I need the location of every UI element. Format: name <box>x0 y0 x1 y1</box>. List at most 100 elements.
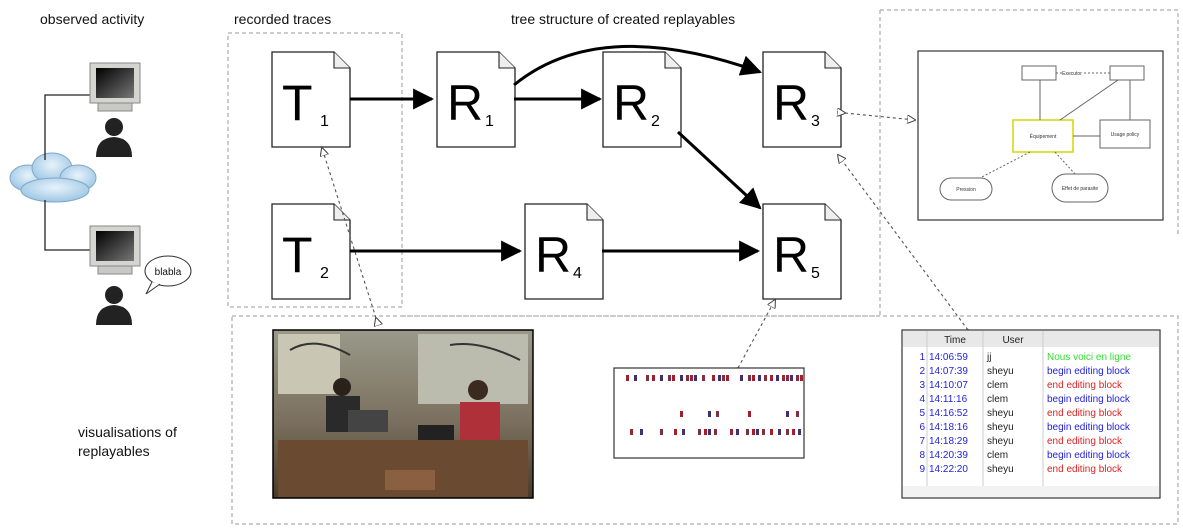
timeline-event-mark <box>718 375 721 381</box>
timeline-event-mark <box>694 375 697 381</box>
document-icon <box>524 203 604 300</box>
network-link-bottom <box>44 200 92 251</box>
timeline-event-mark <box>668 375 671 381</box>
row-index: 9 <box>919 464 925 475</box>
timeline-event-mark <box>786 429 789 435</box>
document-icon <box>436 51 516 148</box>
timeline-event-mark <box>762 429 765 435</box>
document-fold <box>498 52 515 69</box>
timeline-event-mark <box>708 429 711 435</box>
timeline-event-mark <box>736 429 739 435</box>
node-letter: R <box>613 75 649 131</box>
node-subscript: 2 <box>320 265 329 282</box>
video-recording-still <box>272 329 534 499</box>
tree-frame-top <box>880 9 1179 234</box>
timeline-event-mark <box>714 429 717 435</box>
timeline-event-mark <box>680 411 683 417</box>
timeline-event-mark <box>698 429 701 435</box>
row-index: 6 <box>919 422 925 433</box>
document-icon <box>271 51 351 148</box>
timeline-event-mark <box>778 429 781 435</box>
row-time: 14:07:39 <box>929 366 968 377</box>
timeline-event-mark <box>796 375 799 381</box>
row-index: 3 <box>919 380 925 391</box>
row-action: Nous voici en ligne <box>1047 352 1131 363</box>
edge-r1-r3 <box>513 44 762 87</box>
uml-usage-policy-label: Usage policy <box>1111 132 1140 138</box>
timeline-event-mark <box>702 375 705 381</box>
timeline-event-mark <box>786 375 789 381</box>
node-letter: R <box>773 227 809 283</box>
node-subscript: 4 <box>573 265 582 282</box>
timeline-event-mark <box>626 375 629 381</box>
row-user: jj <box>986 352 991 363</box>
row-action: begin editing block <box>1047 366 1131 377</box>
timeline-event-mark <box>726 375 729 381</box>
node-subscript: 3 <box>811 113 820 130</box>
table-header-time: Time <box>944 335 966 346</box>
row-user: clem <box>987 394 1008 405</box>
node-subscript: 5 <box>811 265 820 282</box>
uml-effet-label: Effet de parasite <box>1062 186 1099 192</box>
node-subscript: 1 <box>320 113 329 130</box>
timeline-event-mark <box>786 411 789 417</box>
row-time: 14:22:20 <box>929 464 968 475</box>
timeline-event-mark <box>748 411 751 417</box>
timeline-event-mark <box>752 375 755 381</box>
document-fold <box>333 52 350 69</box>
timeline-event-mark <box>740 375 743 381</box>
timeline-event-mark <box>770 429 773 435</box>
network-link-top <box>44 94 92 160</box>
uml-pression-label: Pression <box>956 187 976 193</box>
document-fold <box>586 204 603 221</box>
timeline-event-mark <box>640 429 643 435</box>
row-action: end editing block <box>1047 436 1123 447</box>
row-user: clem <box>987 450 1008 461</box>
document-icon <box>602 51 682 148</box>
edge-r2-r5 <box>676 130 762 210</box>
timeline-event-mark <box>672 375 675 381</box>
timeline-event-mark <box>748 375 751 381</box>
timeline-event-mark <box>798 429 801 435</box>
timeline-event-mark <box>652 375 655 381</box>
link-r5-timeline <box>738 300 775 368</box>
row-index: 8 <box>919 450 925 461</box>
timeline-event-mark <box>776 375 779 381</box>
row-index: 5 <box>919 408 925 419</box>
node-letter: R <box>447 75 483 131</box>
timeline-event-mark <box>646 375 649 381</box>
row-action: begin editing block <box>1047 394 1131 405</box>
node-letter: T <box>282 227 313 283</box>
row-time: 14:18:29 <box>929 436 968 447</box>
table-header-user: User <box>1002 335 1024 346</box>
node-letter: R <box>773 75 809 131</box>
timeline-event-mark <box>708 411 711 417</box>
row-user: sheyu <box>987 422 1014 433</box>
uml-equipement-label: Équipement <box>1030 133 1057 140</box>
timeline-event-mark <box>730 429 733 435</box>
observed-activity-label: observed activity <box>40 11 144 27</box>
row-action: end editing block <box>1047 408 1123 419</box>
timeline-event-mark <box>722 375 725 381</box>
timeline-event-mark <box>758 375 761 381</box>
row-index: 2 <box>919 366 925 377</box>
timeline-event-mark <box>680 375 683 381</box>
node-letter: T <box>282 75 313 131</box>
timeline-event-mark <box>630 429 633 435</box>
timeline-thumbnail <box>613 367 805 459</box>
timeline-event-mark <box>796 411 799 417</box>
row-action: begin editing block <box>1047 450 1131 461</box>
